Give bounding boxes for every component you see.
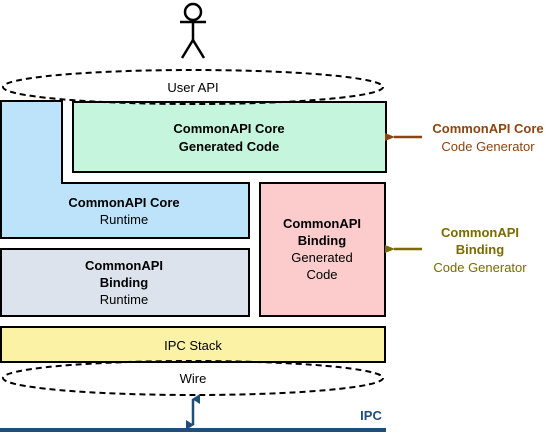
binding-runtime-title-1: CommonAPI bbox=[85, 258, 163, 273]
binding-generated-subtitle-2: Code bbox=[306, 267, 337, 282]
core-generated-title-2: Generated Code bbox=[179, 139, 279, 154]
core-runtime-subtitle: Runtime bbox=[100, 212, 148, 227]
core-generator-title: CommonAPI Core bbox=[432, 121, 543, 136]
binding-generated-title-2: Binding bbox=[298, 233, 346, 248]
wire-label: Wire bbox=[180, 371, 207, 386]
ipc-stack-box bbox=[0, 326, 386, 363]
binding-generator-title-2: Binding bbox=[456, 242, 504, 257]
binding-generator-subtitle: Code Generator bbox=[433, 260, 527, 275]
binding-runtime-box bbox=[0, 248, 250, 317]
user-api-label: User API bbox=[167, 80, 218, 95]
binding-generated-subtitle-1: Generated bbox=[291, 250, 352, 265]
core-runtime-title: CommonAPI Core bbox=[68, 195, 179, 210]
user-figure-icon bbox=[180, 2, 206, 59]
binding-runtime-subtitle: Runtime bbox=[100, 292, 148, 307]
core-generated-code-box bbox=[72, 101, 387, 173]
binding-generated-code-box bbox=[259, 182, 386, 317]
user-api-ellipse bbox=[2, 69, 384, 105]
binding-generator-title-1: CommonAPI bbox=[441, 225, 519, 240]
binding-generated-title-1: CommonAPI bbox=[283, 216, 361, 231]
core-generated-title-1: CommonAPI Core bbox=[173, 121, 284, 136]
binding-runtime-title-2: Binding bbox=[100, 275, 148, 290]
ipc-stack-label: IPC Stack bbox=[164, 338, 222, 353]
core-generator-subtitle: Code Generator bbox=[441, 139, 535, 154]
ipc-label: IPC bbox=[360, 408, 382, 423]
core-runtime-box bbox=[0, 100, 250, 239]
